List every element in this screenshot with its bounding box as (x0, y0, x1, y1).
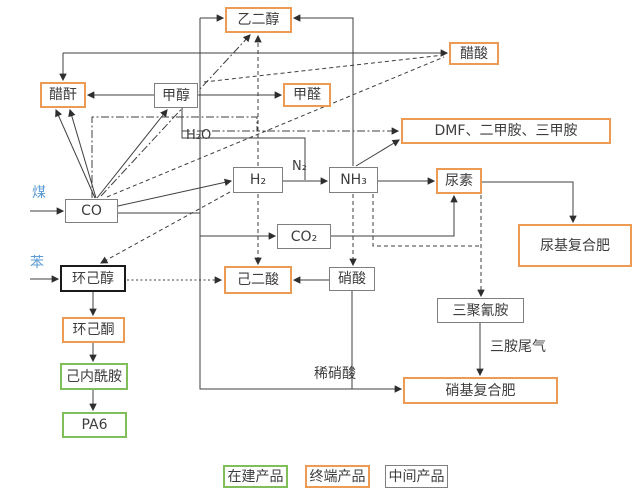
node-nitric-acid: 硝酸 (329, 267, 375, 291)
node-co: CO (65, 199, 118, 223)
node-pa6: PA6 (62, 412, 127, 438)
water-label: H₂O (186, 128, 212, 143)
edge-co-to-acetic-anhydride-1 (55, 108, 96, 199)
nitrogen-label: N₂ (292, 159, 307, 174)
edge-methanol-to-acetic-acid (203, 54, 445, 83)
node-acetic-acid: 醋酸 (449, 42, 499, 65)
node-urea: 尿素 (436, 168, 482, 194)
edge-ammonia-to-dmf (355, 139, 400, 167)
edge-urea-to-urea-fertilizer (482, 181, 577, 224)
node-co2: CO₂ (277, 224, 331, 249)
edge-hydrogen-to-cyclohexanol (100, 191, 231, 264)
node-legend-construction: 在建产品 (223, 465, 288, 488)
node-nitro-compound-fertilizer: 硝基复合肥 (403, 377, 558, 404)
node-adipic-acid: 己二酸 (224, 266, 292, 294)
node-formaldehyde: 甲醛 (283, 83, 331, 107)
edge-ammonia-to-ethylene-glycol (292, 14, 354, 166)
node-melamine: 三聚氰胺 (437, 298, 524, 323)
node-caprolactam: 己内酰胺 (60, 363, 128, 390)
edge-co-to-dmf (91, 116, 400, 198)
edge-co-to-ethylene-glycol (100, 34, 251, 197)
node-cyclohexanone: 环己酮 (62, 317, 125, 343)
node-legend-intermediate: 中间产品 (385, 465, 448, 488)
edge-co2-to-urea (331, 194, 458, 237)
edge-co-to-acetic-anhydride-2 (68, 108, 97, 199)
edge-co-to-acetic-acid (106, 56, 445, 198)
edge-methanol-water-line (181, 108, 306, 180)
melamine-tailgas-label: 三胺尾气 (490, 339, 546, 355)
benzene-label: 苯 (30, 255, 44, 271)
edge-co-to-hydrogen (117, 178, 233, 207)
node-dmf-amines: DMF、二甲胺、三甲胺 (401, 118, 611, 144)
edge-ammonia-to-melamine-line (372, 194, 481, 247)
edge-co-to-methanol (96, 109, 168, 199)
node-hydrogen: H₂ (233, 167, 283, 193)
coal-label: 煤 (32, 185, 46, 201)
node-ammonia: NH₃ (329, 167, 378, 193)
node-ethylene-glycol: 乙二醇 (225, 7, 292, 33)
edge-main-vertical-to-nitro-fertilizer (199, 18, 403, 393)
node-cyclohexanol: 环己醇 (60, 265, 126, 292)
dilute-nitric-label: 稀硝酸 (314, 366, 356, 382)
node-acetic-anhydride: 醋酐 (40, 82, 86, 108)
node-legend-terminal: 终端产品 (305, 465, 370, 488)
node-urea-compound-fertilizer: 尿基复合肥 (518, 224, 632, 267)
node-methanol: 甲醇 (154, 83, 198, 108)
